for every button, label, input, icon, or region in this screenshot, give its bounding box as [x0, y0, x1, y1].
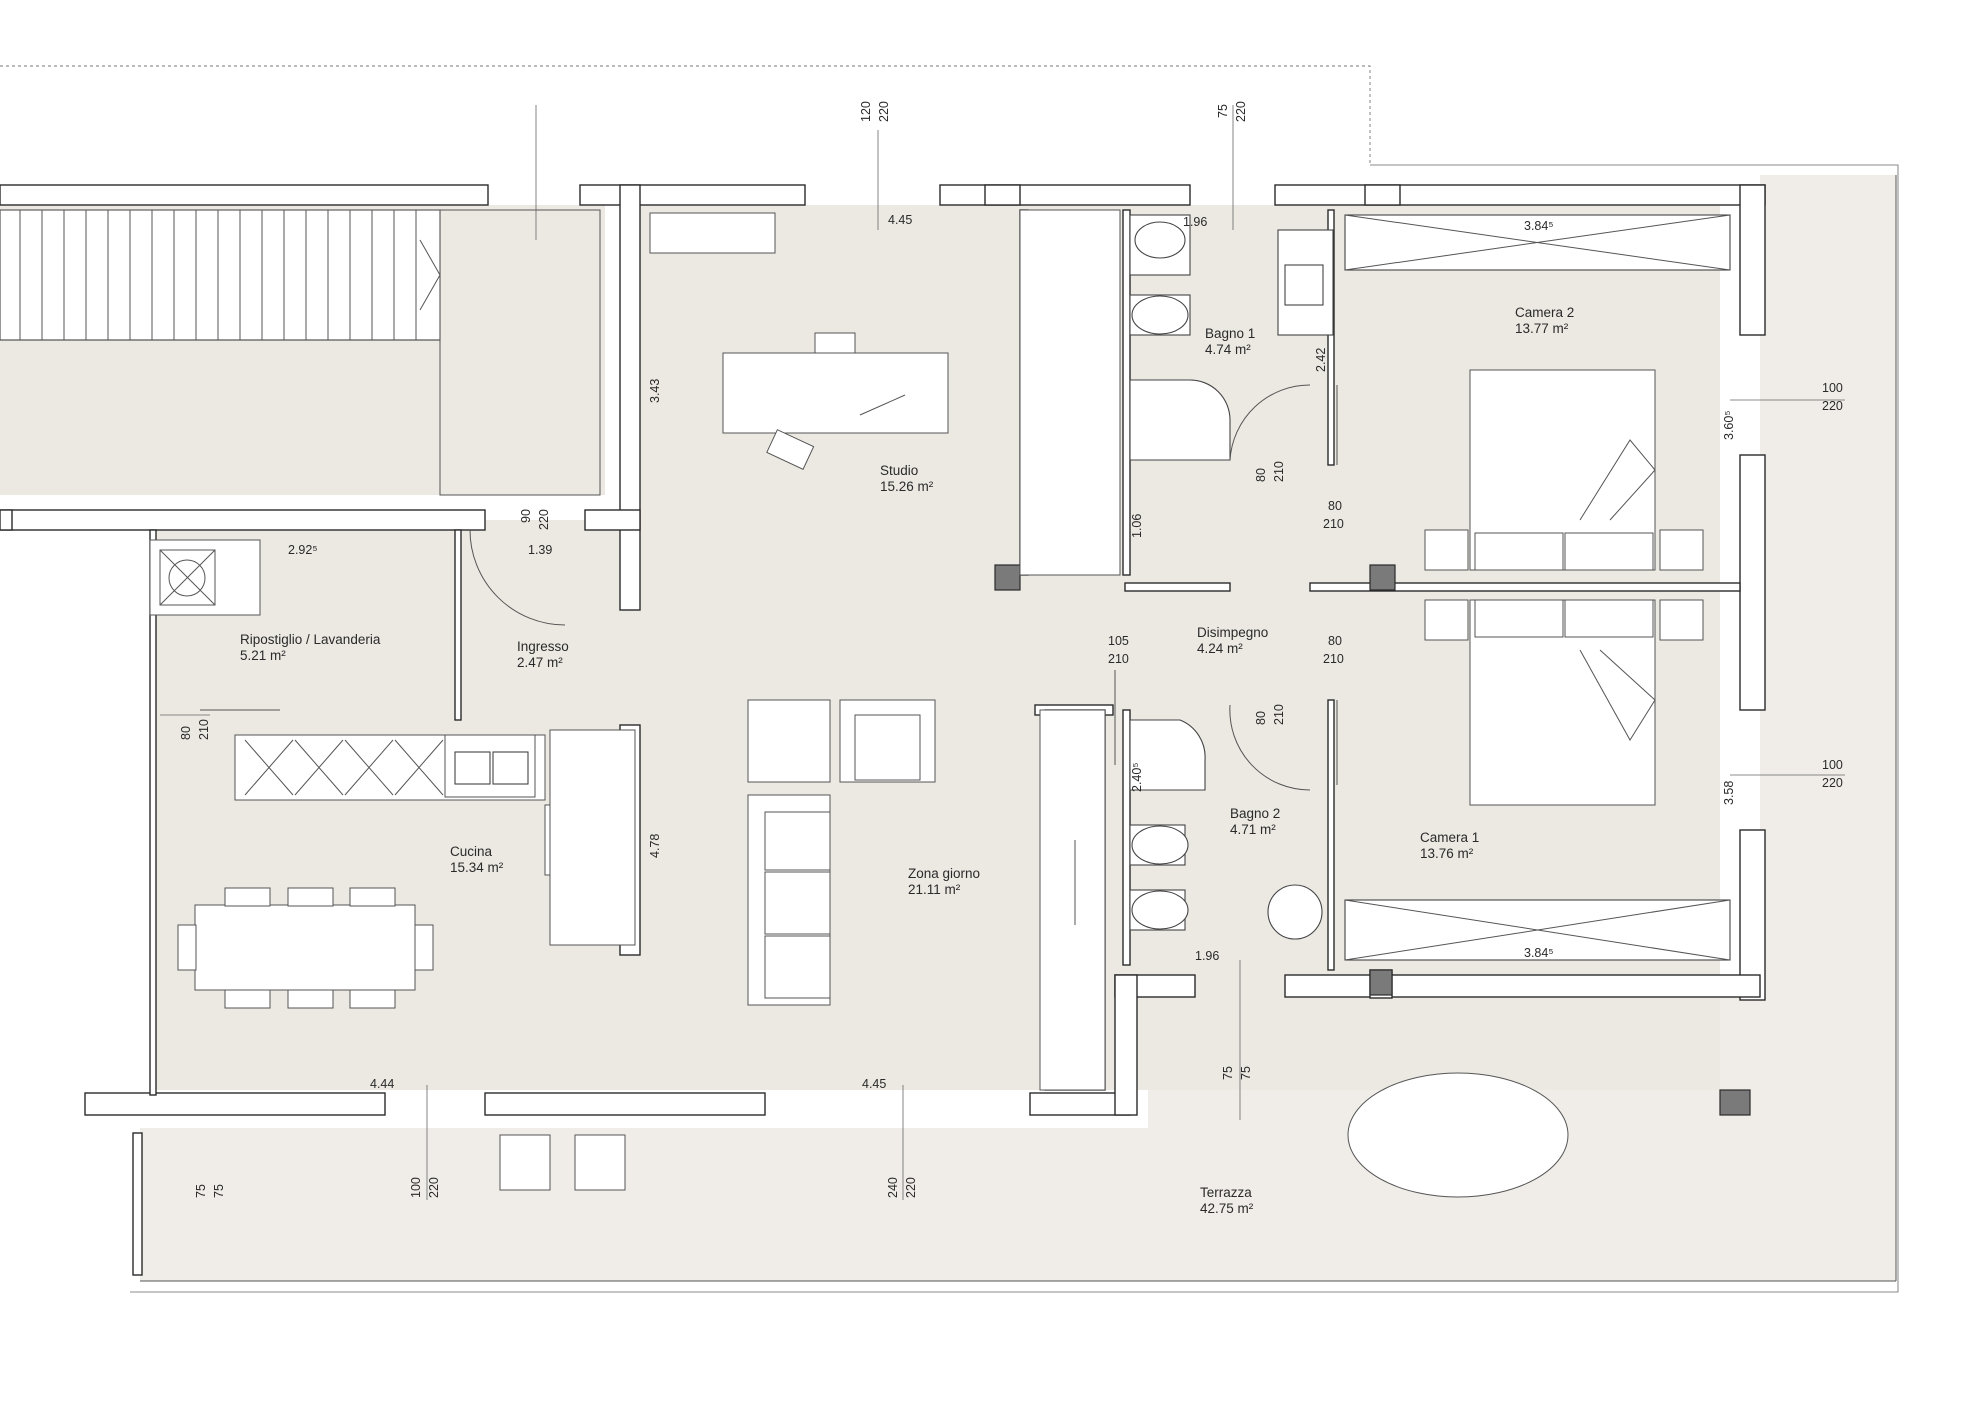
opening-top-studio-b: 220 — [877, 101, 891, 122]
leader-lines — [160, 105, 1845, 1200]
room-area-terrazza: 42.75 m² — [1200, 1201, 1254, 1216]
opening-bagno2-door-b: 210 — [1272, 704, 1286, 725]
opening-rip-door-a: 80 — [179, 726, 193, 740]
opening-right-cam2-b: 220 — [1822, 399, 1843, 413]
dim-cucina-width: 4.44 — [370, 1077, 394, 1091]
opening-zona-win-b: 220 — [904, 1177, 918, 1198]
opening-cam2-door-b: 210 — [1323, 517, 1344, 531]
opening-cam1-door-b: 210 — [1323, 652, 1344, 666]
room-area-bagno2: 4.71 m² — [1230, 822, 1276, 837]
dim-bagno1-width: 1.96 — [1183, 215, 1207, 229]
staircase — [0, 209, 601, 496]
dim-camera1-depth: 3.58 — [1722, 781, 1736, 805]
opening-ingresso-b: 220 — [537, 509, 551, 530]
room-name-camera1: Camera 1 — [1420, 830, 1479, 845]
opening-cucina-win-a: 100 — [409, 1177, 423, 1198]
opening-zona-win-a: 240 — [886, 1177, 900, 1198]
room-area-zonagiorno: 21.11 m² — [908, 882, 961, 897]
room-area-studio: 15.26 m² — [880, 479, 934, 494]
room-name-terrazza: Terrazza — [1200, 1185, 1252, 1200]
room-area-camera1: 13.76 m² — [1420, 846, 1474, 861]
opening-bagno1-door-a: 80 — [1254, 468, 1268, 482]
room-name-zonagiorno: Zona giorno — [908, 866, 980, 881]
dim-ingresso-width: 1.39 — [528, 543, 552, 557]
room-name-cucina: Cucina — [450, 844, 493, 859]
dim-cucina-depth: 4.78 — [648, 834, 662, 858]
opening-ingresso-a: 90 — [519, 509, 533, 523]
opening-right-cam1-a: 100 — [1822, 758, 1843, 772]
opening-disimpegno-a: 105 — [1108, 634, 1129, 648]
dim-studio-depth: 3.43 — [648, 379, 662, 403]
opening-bagno1-door-b: 210 — [1272, 461, 1286, 482]
dim-bagno2-depth: 2.40⁵ — [1130, 762, 1144, 792]
furniture — [149, 209, 1731, 1198]
opening-top-studio-a: 120 — [859, 101, 873, 122]
room-name-bagno2: Bagno 2 — [1230, 806, 1280, 821]
dim-zona-width: 4.45 — [862, 1077, 886, 1091]
dimensions: 4.45 1.96 3.84⁵ 1.39 2.92⁵ 1.96 3.84⁵ 4.… — [288, 213, 1736, 1091]
opening-bagno2-win-a: 75 — [1221, 1066, 1235, 1080]
reference-lines — [0, 65, 1899, 1293]
room-name-camera2: Camera 2 — [1515, 305, 1574, 320]
opening-top-bagno-a: 75 — [1216, 104, 1230, 118]
dim-bagno1-wall: 2.42 — [1314, 348, 1328, 372]
cabinet-cross — [394, 739, 444, 796]
room-area-bagno1: 4.74 m² — [1205, 342, 1251, 357]
opening-bagno2-door-a: 80 — [1254, 711, 1268, 725]
cabinet-cross — [344, 739, 394, 796]
opening-bagno2-win-b: 75 — [1239, 1066, 1253, 1080]
room-name-ripostiglio: Ripostiglio / Lavanderia — [240, 632, 381, 647]
doors — [200, 384, 1338, 791]
opening-right-cam1-b: 220 — [1822, 776, 1843, 790]
room-name-bagno1: Bagno 1 — [1205, 326, 1255, 341]
dim-rip-width: 2.92⁵ — [288, 543, 318, 557]
opening-top-bagno-b: 220 — [1234, 101, 1248, 122]
cabinet-cross — [244, 739, 294, 796]
opening-right-cam2-a: 100 — [1822, 381, 1843, 395]
dim-studio-width: 4.45 — [888, 213, 912, 227]
opening-cucina-win-b: 220 — [427, 1177, 441, 1198]
room-area-ingresso: 2.47 m² — [517, 655, 563, 670]
room-labels: Studio 15.26 m² Bagno 1 4.74 m² Camera 2… — [240, 305, 1574, 1216]
room-area-disimpegno: 4.24 m² — [1197, 641, 1243, 656]
cabinet-cross — [294, 739, 344, 796]
opening-terrace-left-b: 75 — [212, 1184, 226, 1198]
opening-terrace-left-a: 75 — [194, 1184, 208, 1198]
opening-cam1-door-a: 80 — [1328, 634, 1342, 648]
opening-rip-door-b: 210 — [197, 719, 211, 740]
room-area-cucina: 15.34 m² — [450, 860, 504, 875]
dim-bagno1-lower: 1.06 — [1130, 514, 1144, 538]
dim-camera2-depth: 3.60⁵ — [1722, 410, 1736, 440]
room-name-disimpegno: Disimpegno — [1197, 625, 1268, 640]
room-area-ripostiglio: 5.21 m² — [240, 648, 286, 663]
room-name-studio: Studio — [880, 463, 918, 478]
dim-bagno2-width: 1.96 — [1195, 949, 1219, 963]
dim-camera2-width: 3.84⁵ — [1524, 219, 1554, 233]
opening-cam2-door-a: 80 — [1328, 499, 1342, 513]
room-name-ingresso: Ingresso — [517, 639, 569, 654]
dim-camera1-width: 3.84⁵ — [1524, 946, 1554, 960]
room-area-camera2: 13.77 m² — [1515, 321, 1569, 336]
opening-disimpegno-b: 210 — [1108, 652, 1129, 666]
opening-labels: 120 220 75 220 100 220 100 220 90 220 80… — [179, 101, 1843, 1198]
